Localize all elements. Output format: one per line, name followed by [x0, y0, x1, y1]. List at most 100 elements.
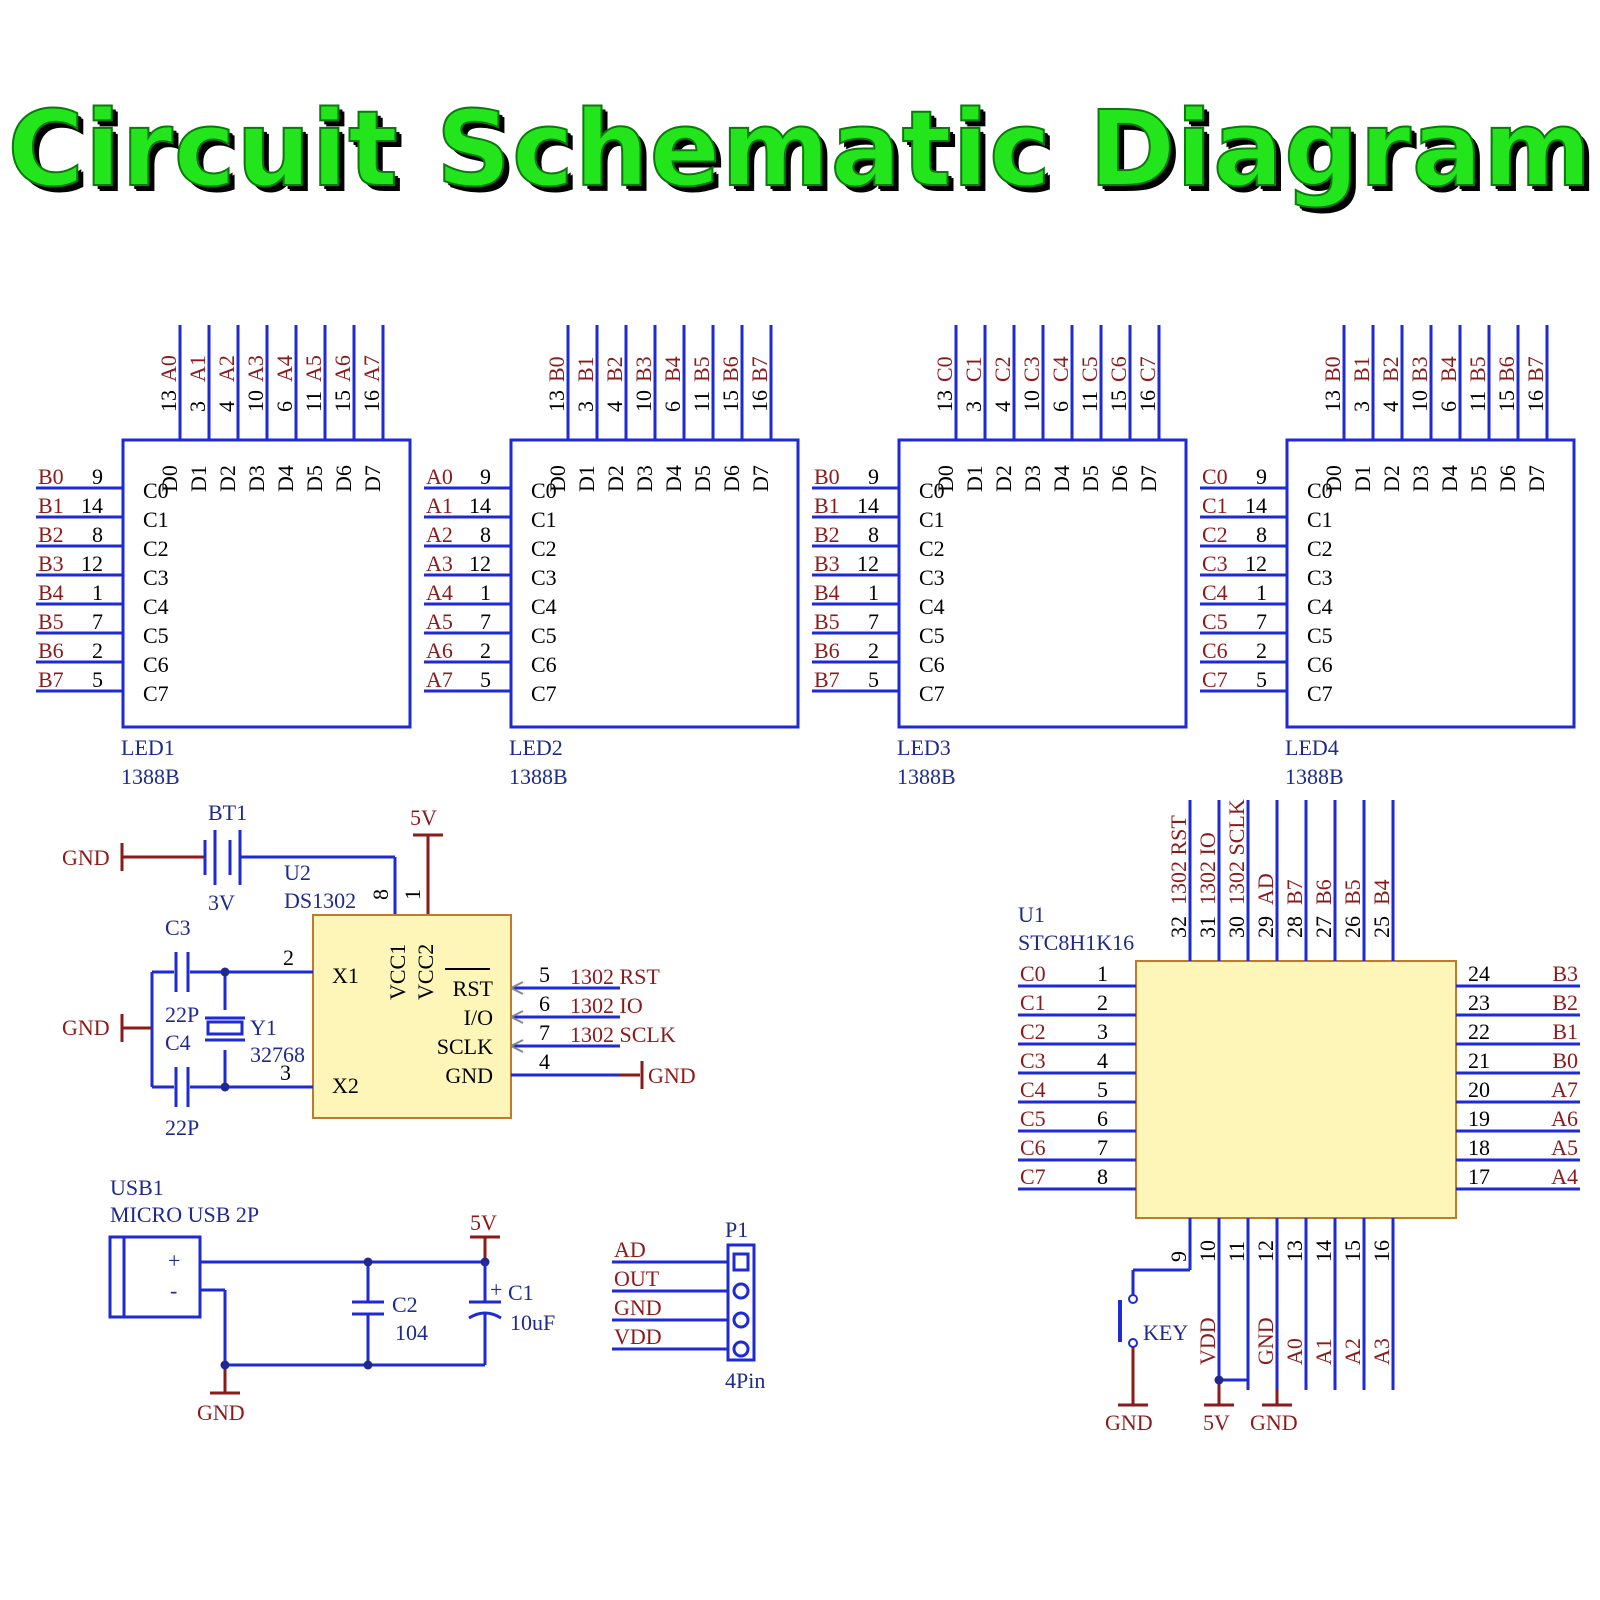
led-top-pin-name: D5	[1466, 465, 1491, 492]
led-left-pin-number: 8	[868, 522, 879, 547]
pin-number: 2	[283, 945, 294, 970]
led-top-pin-name: D7	[360, 465, 385, 492]
mcu-bottom-net-label: A2	[1340, 1338, 1365, 1365]
led-left-pin-name: C5	[143, 623, 169, 648]
led-top-pin-name: D2	[991, 465, 1016, 492]
led-top-pin-number: 11	[1077, 391, 1102, 412]
key-contact	[1128, 1338, 1138, 1348]
led-top-net-label: C2	[990, 356, 1015, 382]
led-left-pin-name: C6	[919, 652, 945, 677]
mcu-right-net-label: A7	[1551, 1077, 1578, 1102]
led-left-pin-number: 5	[480, 667, 491, 692]
mcu-right-pin-number: 24	[1468, 961, 1490, 986]
led-top-pin-name: D5	[302, 465, 327, 492]
mcu-left-pin-number: 2	[1097, 990, 1108, 1015]
led-left-pin-number: 12	[81, 551, 103, 576]
junction	[363, 1360, 373, 1370]
led-top-net-label: A0	[156, 355, 181, 382]
led-top-net-label: A7	[359, 355, 384, 382]
led-top-pin-number: 10	[243, 390, 268, 412]
led-left-pin-number: 9	[480, 464, 491, 489]
led-left-pin-number: 5	[868, 667, 879, 692]
led-left-net-label: B4	[814, 580, 840, 605]
led-left-pin-name: C2	[143, 536, 169, 561]
pin-arrow	[510, 1039, 524, 1053]
led-top-net-label: C6	[1106, 356, 1131, 382]
mcu-top-pin-number: 31	[1195, 916, 1220, 938]
led-left-net-label: A6	[426, 638, 453, 663]
mcu-top-net-label: B6	[1311, 879, 1336, 905]
mcu-right-net-label: B3	[1552, 961, 1578, 986]
mcu-left-pin-number: 6	[1097, 1106, 1108, 1131]
led-left-pin-name: C4	[919, 594, 945, 619]
led-left-pin-number: 1	[868, 580, 879, 605]
led-left-pin-name: C1	[531, 507, 557, 532]
led-top-pin-number: 10	[1407, 390, 1432, 412]
header-net-label: VDD	[614, 1324, 662, 1349]
mcu-bottom-net-label: GND	[1253, 1317, 1278, 1365]
led-top-pin-number: 6	[1436, 401, 1461, 412]
gnd-label: GND	[197, 1400, 245, 1425]
led-top-pin-name: D4	[1437, 465, 1462, 492]
pin-number: 8	[368, 889, 393, 900]
led-left-net-label: B0	[38, 464, 64, 489]
crystal-value: 32768	[250, 1042, 305, 1067]
c1-value: 10uF	[510, 1310, 555, 1335]
led-top-pin-name: D3	[1020, 465, 1045, 492]
led-top-pin-name: D1	[574, 465, 599, 492]
led-left-pin-name: C6	[143, 652, 169, 677]
led-body	[121, 438, 412, 729]
led-left-net-label: A2	[426, 522, 453, 547]
mcu-bottom-pin-number: 14	[1311, 1240, 1336, 1262]
led-left-net-label: B3	[814, 551, 840, 576]
rtc-part: DS1302	[284, 888, 356, 913]
led-top-pin-name: D3	[1408, 465, 1433, 492]
mcu-right-pin-number: 17	[1468, 1164, 1490, 1189]
led-top-pin-name: D1	[186, 465, 211, 492]
header-net-label: AD	[614, 1237, 646, 1262]
led-top-pin-name: D3	[244, 465, 269, 492]
led-left-pin-number: 14	[1245, 493, 1267, 518]
led-top-net-label: A5	[301, 355, 326, 382]
usb-ref: USB1	[110, 1175, 164, 1200]
led-left-pin-name: C0	[531, 478, 557, 503]
led-ref-label: LED1	[121, 735, 175, 760]
led-top-pin-number: 13	[544, 390, 569, 412]
battery-value: 3V	[208, 890, 235, 915]
led-top-net-label: B4	[1436, 356, 1461, 382]
led-top-pin-number: 15	[1494, 390, 1519, 412]
led-top-pin-name: D0	[545, 465, 570, 492]
led-left-pin-name: C7	[919, 681, 945, 706]
led-left-net-label: B6	[38, 638, 64, 663]
led-top-net-label: B0	[1320, 356, 1345, 382]
supply-label: 5V	[1203, 1410, 1230, 1435]
led-left-pin-number: 5	[92, 667, 103, 692]
led-left-pin-name: C3	[919, 565, 945, 590]
mcu-left-pin-number: 5	[1097, 1077, 1108, 1102]
led-left-pin-number: 8	[480, 522, 491, 547]
led-body	[509, 438, 800, 729]
led-left-pin-number: 9	[1256, 464, 1267, 489]
gnd-label: GND	[62, 1015, 110, 1040]
mcu-top-net-label: 1302 RST	[1166, 815, 1191, 905]
led-top-net-label: C0	[932, 356, 957, 382]
led-part-label: 1388B	[509, 764, 568, 789]
led-top-net-label: B1	[1349, 356, 1374, 382]
led-top-net-label: B6	[1494, 356, 1519, 382]
mcu-body	[1135, 960, 1457, 1219]
mcu-left-pin-number: 1	[1097, 961, 1108, 986]
led-left-pin-name: C3	[531, 565, 557, 590]
led-top-pin-name: D6	[1107, 465, 1132, 492]
led-left-pin-number: 9	[92, 464, 103, 489]
led-left-net-label: C4	[1202, 580, 1228, 605]
mcu-bottom-net-label: A3	[1369, 1338, 1394, 1365]
led-left-pin-name: C5	[1307, 623, 1333, 648]
gnd-label: GND	[648, 1063, 696, 1088]
led-left-net-label: C6	[1202, 638, 1228, 663]
c2-ref: C2	[392, 1292, 418, 1317]
supply-label: 5V	[470, 1210, 497, 1235]
led-left-pin-number: 1	[480, 580, 491, 605]
